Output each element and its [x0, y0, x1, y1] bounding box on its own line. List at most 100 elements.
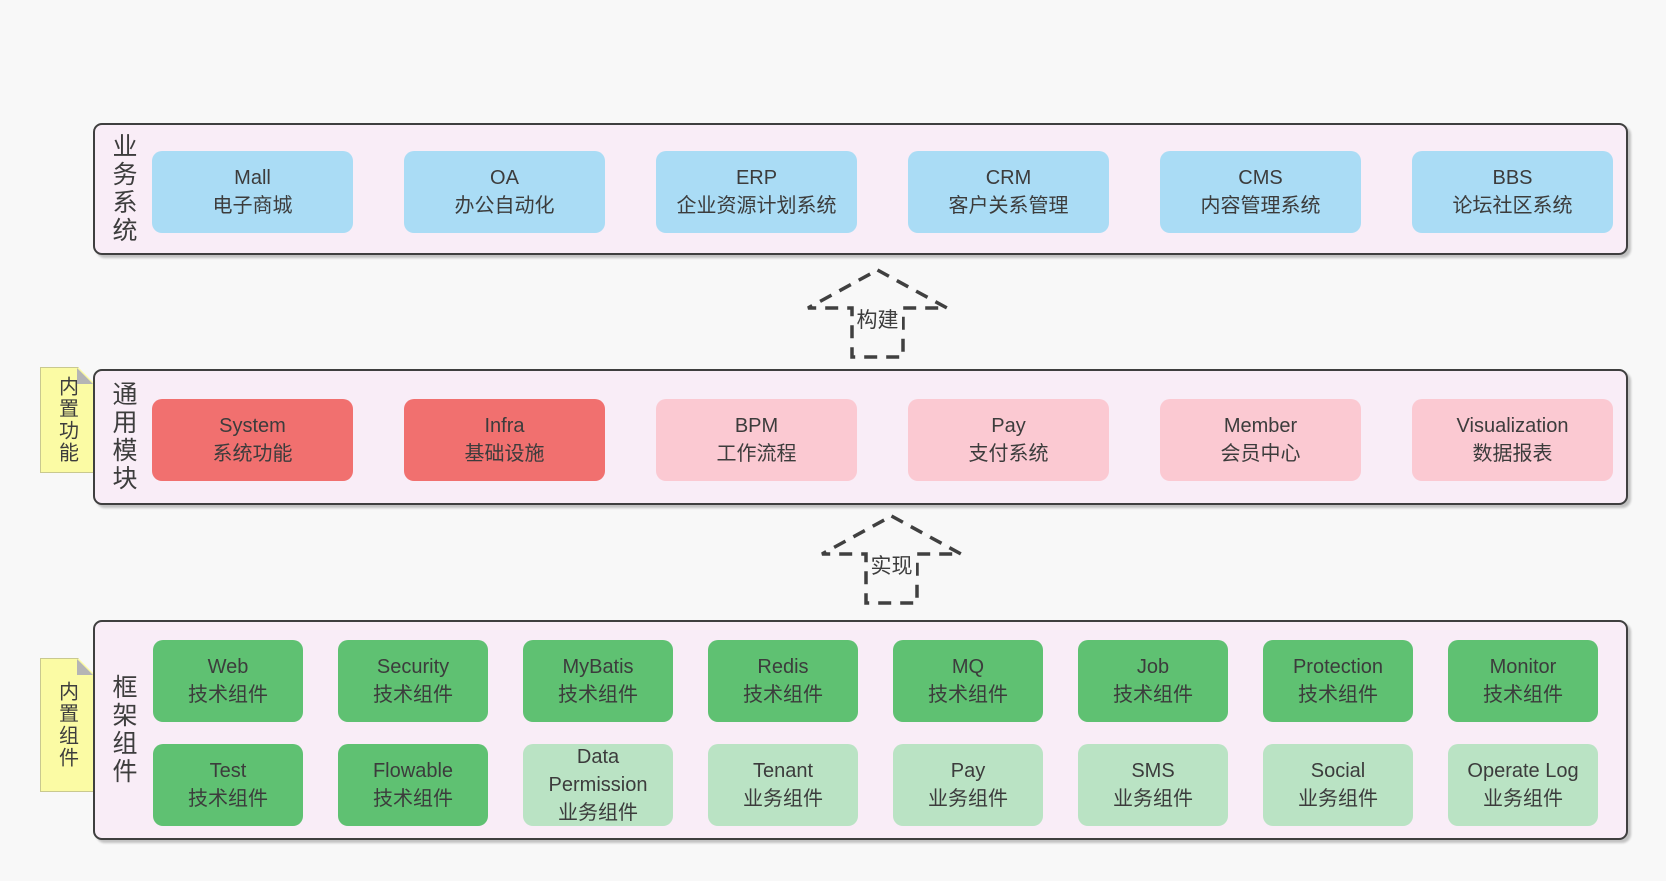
box-name: Redis: [757, 656, 809, 678]
box-cms: CMS 内容管理系统: [1160, 151, 1361, 233]
box-type: 技术组件: [743, 684, 823, 706]
note-fold-icon: [77, 659, 93, 675]
layer-label: 框架组件: [109, 674, 137, 786]
arrow-implement: 实现: [804, 506, 979, 608]
box-name: Tenant: [752, 760, 814, 782]
box-name: OA: [490, 167, 519, 189]
box-redis: Redis 技术组件: [708, 640, 858, 722]
arrow-label: 实现: [867, 550, 916, 580]
box-name: Visualization: [1456, 415, 1569, 437]
box-name: ERP: [735, 167, 778, 189]
box-protection: Protection 技术组件: [1263, 640, 1413, 722]
box-type: 办公自动化: [454, 195, 555, 217]
box-name: Operate Log: [1467, 760, 1579, 782]
box-name: Job: [1136, 656, 1170, 678]
box-type: 业务组件: [558, 802, 638, 824]
box-name: Flowable: [372, 760, 454, 782]
layer-framework-components: 框架组件 Web 技术组件 Security 技术组件 MyBatis 技术组件…: [93, 620, 1628, 840]
box-type: 业务组件: [1113, 788, 1193, 810]
box-type: 技术组件: [188, 788, 268, 810]
box-name: Mall: [234, 167, 271, 189]
dashed-up-arrow-icon: [821, 514, 962, 605]
sticky-note-label: 内置组件: [55, 681, 78, 769]
box-name: BPM: [734, 415, 779, 437]
box-type: 内容管理系统: [1200, 195, 1321, 217]
box-name: Web: [207, 656, 249, 678]
box-member: Member 会员中心: [1160, 399, 1361, 481]
box-name: Data Permission: [548, 746, 648, 796]
box-pay-biz: Pay 业务组件: [893, 744, 1043, 826]
box-name: Social: [1310, 760, 1366, 782]
box-pay: Pay 支付系统: [908, 399, 1109, 481]
box-type: 支付系统: [968, 443, 1049, 465]
arrow-build: 构建: [790, 260, 965, 362]
box-bpm: BPM 工作流程: [656, 399, 857, 481]
box-test: Test 技术组件: [153, 744, 303, 826]
box-type: 业务组件: [1298, 788, 1378, 810]
box-name: MQ: [951, 656, 985, 678]
box-operate-log: Operate Log 业务组件: [1448, 744, 1598, 826]
box-type: 技术组件: [1483, 684, 1563, 706]
box-name: MyBatis: [562, 656, 634, 678]
box-job: Job 技术组件: [1078, 640, 1228, 722]
layer-label: 通用模块: [109, 381, 137, 493]
box-flowable: Flowable 技术组件: [338, 744, 488, 826]
box-name: Infra: [484, 415, 525, 437]
box-social: Social 业务组件: [1263, 744, 1413, 826]
box-name: Protection: [1292, 656, 1384, 678]
arrow-label: 构建: [853, 304, 902, 334]
box-type: 工作流程: [716, 443, 797, 465]
sticky-note-builtin-features: 内置功能: [40, 367, 94, 473]
box-name: System: [219, 415, 286, 437]
sticky-note-builtin-components: 内置组件: [40, 658, 94, 792]
box-type: 论坛社区系统: [1452, 195, 1573, 217]
box-infra: Infra 基础设施: [404, 399, 605, 481]
box-type: 技术组件: [1298, 684, 1378, 706]
box-name: Member: [1223, 415, 1298, 437]
box-type: 技术组件: [188, 684, 268, 706]
box-name: Pay: [950, 760, 986, 782]
dashed-up-arrow-icon: [807, 268, 948, 359]
box-type: 业务组件: [1483, 788, 1563, 810]
box-name: Monitor: [1489, 656, 1557, 678]
box-name: Test: [209, 760, 247, 782]
layer-label: 业务系统: [109, 133, 137, 245]
box-name: CMS: [1238, 167, 1283, 189]
box-type: 会员中心: [1220, 443, 1301, 465]
box-security: Security 技术组件: [338, 640, 488, 722]
layer-common-modules: 通用模块 System 系统功能 Infra 基础设施 BPM 工作流程 Pay…: [93, 369, 1628, 505]
box-crm: CRM 客户关系管理: [908, 151, 1109, 233]
box-type: 业务组件: [928, 788, 1008, 810]
box-mall: Mall 电子商城: [152, 151, 353, 233]
box-oa: OA 办公自动化: [404, 151, 605, 233]
box-type: 客户关系管理: [948, 195, 1069, 217]
box-type: 电子商城: [212, 195, 293, 217]
box-sms: SMS 业务组件: [1078, 744, 1228, 826]
box-name: SMS: [1131, 760, 1175, 782]
box-type: 业务组件: [743, 788, 823, 810]
box-system: System 系统功能: [152, 399, 353, 481]
layer-business-systems: 业务系统 Mall 电子商城 OA 办公自动化 ERP 企业资源计划系统 CRM…: [93, 123, 1628, 255]
box-web: Web 技术组件: [153, 640, 303, 722]
box-name: Security: [376, 656, 450, 678]
box-type: 企业资源计划系统: [676, 195, 837, 217]
box-visualization: Visualization 数据报表: [1412, 399, 1613, 481]
box-type: 技术组件: [373, 684, 453, 706]
box-monitor: Monitor 技术组件: [1448, 640, 1598, 722]
note-fold-icon: [77, 368, 93, 384]
box-name: Pay: [991, 415, 1026, 437]
box-erp: ERP 企业资源计划系统: [656, 151, 857, 233]
box-type: 技术组件: [558, 684, 638, 706]
box-name: CRM: [985, 167, 1032, 189]
box-type: 基础设施: [464, 443, 545, 465]
box-type: 技术组件: [928, 684, 1008, 706]
box-type: 数据报表: [1472, 443, 1553, 465]
box-type: 系统功能: [212, 443, 293, 465]
box-mq: MQ 技术组件: [893, 640, 1043, 722]
sticky-note-label: 内置功能: [55, 376, 78, 464]
box-type: 技术组件: [373, 788, 453, 810]
box-type: 技术组件: [1113, 684, 1193, 706]
box-tenant: Tenant 业务组件: [708, 744, 858, 826]
box-bbs: BBS 论坛社区系统: [1412, 151, 1613, 233]
